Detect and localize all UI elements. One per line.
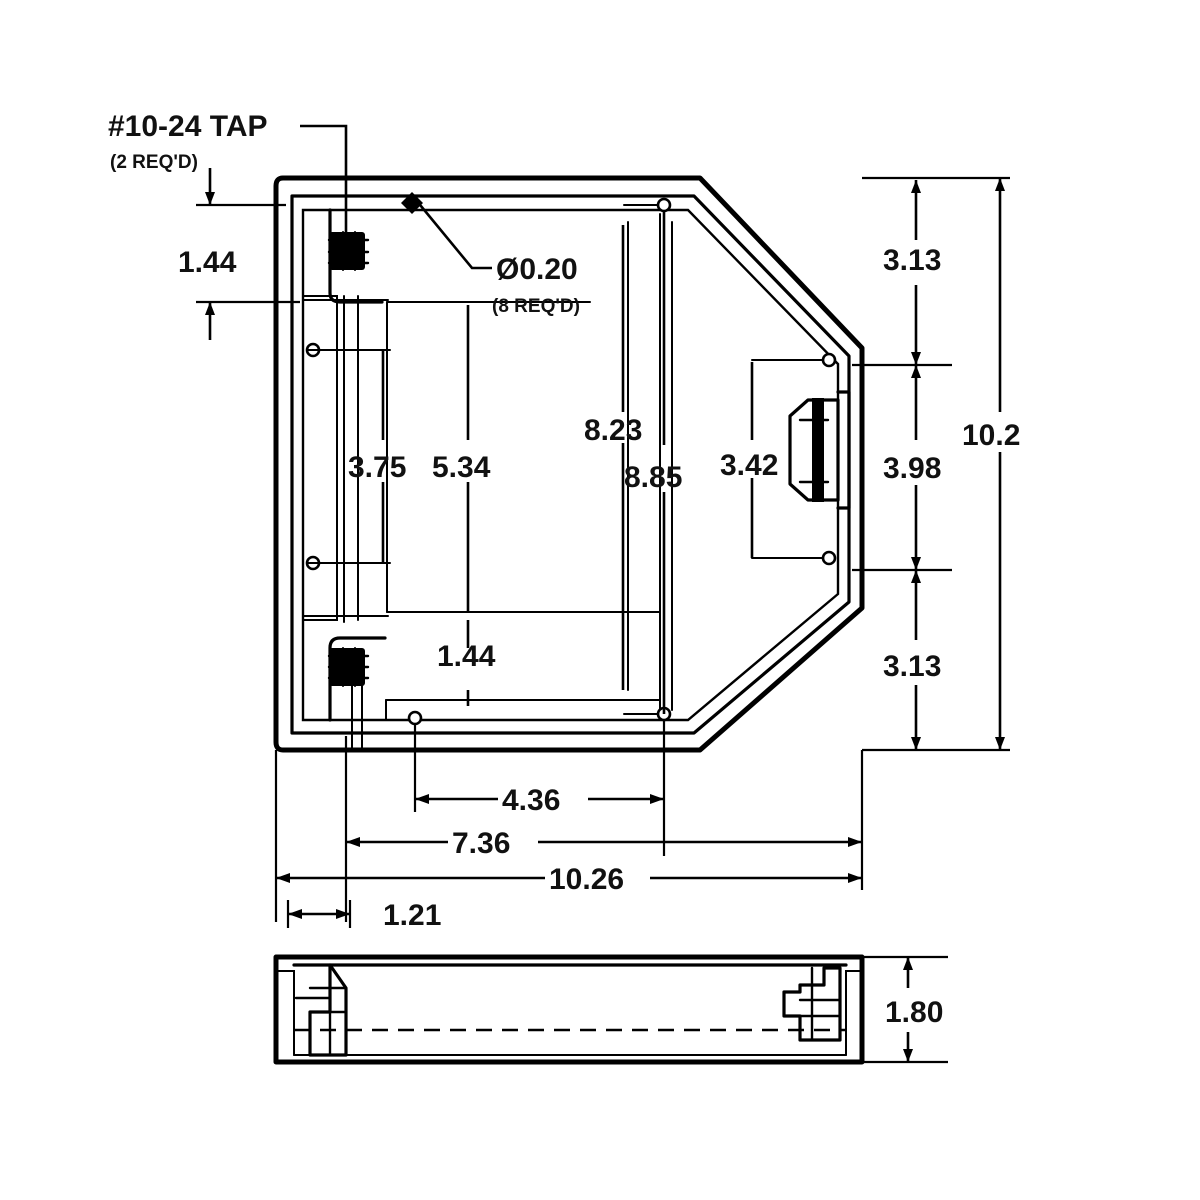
profile-boss-left (294, 963, 348, 1057)
dim-3-98-label: 3.98 (883, 452, 941, 485)
dim-1-80-group: 1.80 (862, 955, 948, 1064)
bottom-extension-lines (274, 720, 864, 922)
dim-1-80-label: 1.80 (885, 996, 943, 1029)
hole-note-line1: Ø0.20 (496, 253, 578, 286)
dim-1-44-top-group: 1.44 (178, 168, 300, 340)
dim-1-21-label: 1.21 (383, 899, 441, 932)
tap-note-line2: (2 REQ'D) (110, 152, 198, 173)
dim-10-26-label: 10.26 (549, 863, 624, 896)
dim-5-34-group: 5.34 (432, 305, 491, 612)
dim-4-36-group: 4.36 (415, 784, 664, 817)
dim-4-36-label: 4.36 (502, 784, 560, 817)
dim-1-21-group: 1.21 (286, 899, 441, 932)
dim-3-13-top-label: 3.13 (883, 244, 941, 277)
side-boss-right (788, 390, 851, 510)
interior-rib-lines (385, 213, 673, 721)
profile-boss-right (782, 966, 842, 1042)
tap-boss-top-left (327, 208, 384, 304)
right-vertical-dims: 3.13 3.98 3.13 10.2 (852, 176, 1020, 752)
dim-10-26-group: 10.26 (276, 863, 862, 896)
dim-5-34-label: 5.34 (432, 451, 491, 484)
dim-3-75-group: 3.75 (348, 350, 406, 563)
dim-8-85-label: 8.85 (624, 461, 682, 494)
dim-8-85-group: 8.85 (624, 210, 682, 714)
dim-1-44-top-label: 1.44 (178, 246, 237, 279)
tap-note-line1: #10-24 TAP (108, 110, 268, 143)
dim-8-23-group: 8.23 (584, 225, 642, 690)
plan-view-outline (273, 175, 865, 753)
side-profile-view: 1.80 (273, 954, 948, 1065)
dim-10-2-overall-label: 10.2 (962, 419, 1020, 452)
dim-7-36-group: 7.36 (346, 827, 862, 860)
dim-3-13-bottom-label: 3.13 (883, 650, 941, 683)
tap-note-leader (300, 124, 348, 240)
dim-8-23-label: 8.23 (584, 414, 642, 447)
dim-3-42-group: 3.42 (720, 362, 778, 558)
dim-1-44-bottom-label: 1.44 (437, 640, 496, 673)
dim-3-75-label: 3.75 (348, 451, 406, 484)
hole-callout-marker (401, 192, 492, 270)
dim-7-36-label: 7.36 (452, 827, 510, 860)
tap-boss-bottom-left (327, 636, 387, 751)
hole-note-line2: (8 REQ'D) (492, 296, 580, 317)
dim-1-44-bottom-group: 1.44 (437, 620, 496, 706)
dim-3-42-label: 3.42 (720, 449, 778, 482)
